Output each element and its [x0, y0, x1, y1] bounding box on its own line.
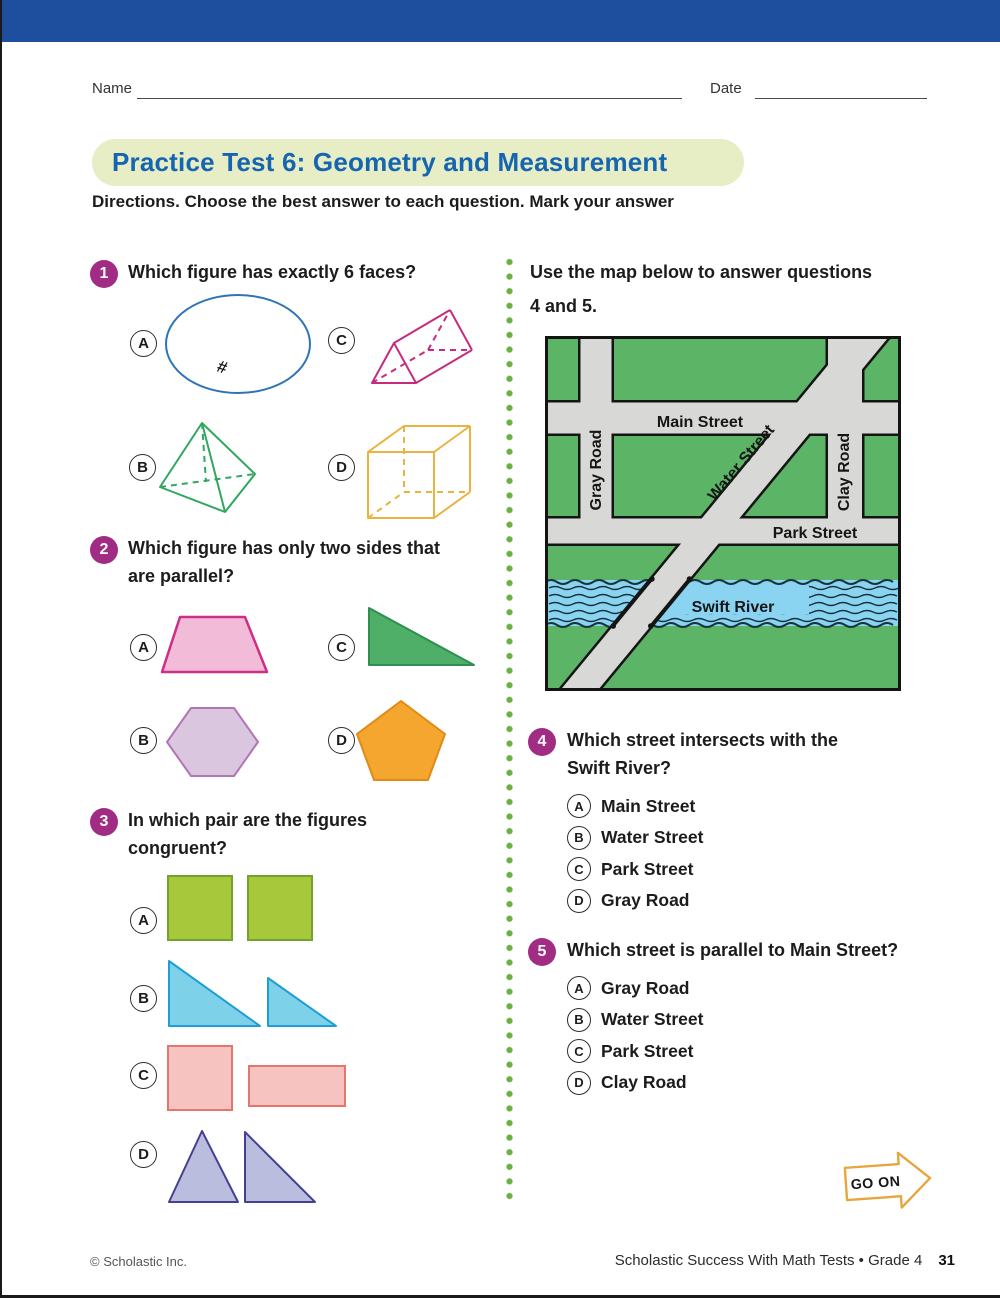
copyright-text: © Scholastic Inc.	[90, 1254, 188, 1269]
map-label-clay-road: Clay Road	[836, 433, 853, 511]
q4-answer-bubble-d[interactable]: D	[567, 888, 591, 913]
q2-answer-bubble-c[interactable]: C	[328, 634, 355, 661]
question-2-number-badge: 2	[90, 536, 118, 564]
go-on-label: GO ON	[850, 1174, 901, 1193]
q5-option-d[interactable]: D Clay Road	[567, 1070, 703, 1095]
figure-pyramid	[159, 422, 256, 513]
q2-answer-bubble-b[interactable]: B	[130, 727, 157, 754]
date-input-line[interactable]	[755, 97, 927, 99]
go-on-arrow: GO ON	[843, 1151, 932, 1209]
q2-answer-bubble-d[interactable]: D	[328, 727, 355, 754]
figure-trapezoid	[160, 615, 269, 674]
map-frame	[545, 336, 901, 691]
footer-right: Scholastic Success With Math Tests • Gra…	[615, 1252, 955, 1269]
q5-option-c-label: Park Street	[601, 1040, 694, 1061]
figure-pair-blue-triangles	[168, 960, 337, 1027]
q4-option-b[interactable]: B Water Street	[567, 825, 704, 850]
question-3-number-badge: 3	[90, 808, 118, 836]
q4-option-b-label: Water Street	[601, 827, 704, 847]
question-3-text-line2: congruent?	[128, 838, 227, 858]
name-label: Name	[92, 80, 133, 97]
q4-options: A Main Street B Water Street C Park Stre…	[567, 794, 703, 913]
q3-answer-bubble-d[interactable]: D	[130, 1141, 157, 1168]
figure-right-triangle	[368, 607, 475, 666]
name-input-line[interactable]	[137, 97, 682, 99]
bridge	[610, 576, 693, 629]
q5-option-d-label: Clay Road	[601, 1072, 687, 1092]
figure-pair-purple-triangles	[168, 1130, 316, 1203]
column-divider-dots	[505, 257, 514, 1207]
figure-sphere: #	[165, 294, 311, 394]
page-number: 31	[938, 1252, 955, 1269]
map-label-main-street: Main Street	[657, 414, 744, 431]
question-5-text: Which street is parallel to Main Street?	[567, 940, 899, 960]
q1-answer-bubble-b[interactable]: B	[129, 454, 156, 481]
q4-answer-bubble-a[interactable]: A	[567, 794, 591, 818]
question-4-number-badge: 4	[528, 728, 556, 756]
q4-option-c[interactable]: C Park Street	[567, 857, 703, 881]
q1-answer-bubble-c[interactable]: C	[328, 327, 355, 354]
q5-options: A Gray Road B Water Street C Park Street…	[567, 976, 703, 1095]
page-title-text: Practice Test 6: Geometry and Measuremen…	[112, 147, 668, 177]
figure-hexagon	[166, 707, 259, 777]
q5-option-b[interactable]: B Water Street	[567, 1007, 704, 1032]
figure-pentagon	[356, 700, 446, 781]
q1-answer-bubble-d[interactable]: D	[328, 454, 355, 481]
q5-option-c[interactable]: C Park Street	[567, 1039, 703, 1063]
question-2-text-line1: Which figure has only two sides that	[128, 538, 441, 558]
q4-option-a[interactable]: A Main Street	[567, 794, 703, 818]
question-1-text: Which figure has exactly 6 faces?	[128, 262, 417, 282]
map-label-park-street: Park Street	[773, 525, 858, 542]
q4-option-a-label: Main Street	[601, 795, 696, 816]
page-title: Practice Test 6: Geometry and Measuremen…	[92, 139, 744, 186]
map-intro-line2: 4 and 5.	[530, 296, 598, 316]
question-4-text-line2: Swift River?	[567, 758, 672, 778]
q3-answer-bubble-a[interactable]: A	[130, 907, 157, 934]
q4-option-d-label: Gray Road	[601, 890, 690, 910]
figure-cube	[367, 425, 471, 519]
date-label: Date	[710, 80, 742, 97]
question-1-number-badge: 1	[90, 260, 118, 288]
street-map: Main Street Park Street Gray Road Clay R…	[545, 336, 901, 691]
q4-option-d[interactable]: D Gray Road	[567, 888, 703, 913]
top-banner	[2, 0, 1000, 42]
map-label-swift-river: Swift River	[692, 599, 775, 616]
q5-option-b-label: Water Street	[601, 1009, 704, 1029]
q5-answer-bubble-d[interactable]: D	[567, 1070, 591, 1095]
q2-answer-bubble-a[interactable]: A	[130, 634, 157, 661]
q5-option-a-label: Gray Road	[601, 977, 690, 998]
q3-answer-bubble-c[interactable]: C	[130, 1062, 157, 1089]
map-label-gray-road: Gray Road	[588, 430, 605, 511]
book-title: Scholastic Success With Math Tests • Gra…	[614, 1252, 923, 1269]
q4-answer-bubble-b[interactable]: B	[567, 825, 591, 850]
question-2-text-line2: are parallel?	[128, 566, 235, 586]
q3-answer-bubble-b[interactable]: B	[130, 985, 157, 1012]
water-street-road	[559, 336, 890, 691]
q5-answer-bubble-a[interactable]: A	[567, 976, 591, 1000]
map-intro-line1: Use the map below to answer questions	[530, 262, 873, 282]
figure-pair-squares	[167, 875, 313, 941]
directions-text: Directions. Choose the best answer to ea…	[92, 192, 674, 211]
figure-triangular-prism	[371, 309, 473, 384]
q4-answer-bubble-c[interactable]: C	[567, 857, 591, 881]
question-5-number-badge: 5	[528, 938, 556, 966]
figure-square-and-rectangle	[167, 1045, 346, 1111]
q5-answer-bubble-c[interactable]: C	[567, 1039, 591, 1063]
q4-option-c-label: Park Street	[601, 858, 694, 879]
svg-text:#: #	[215, 357, 230, 378]
q1-answer-bubble-a[interactable]: A	[130, 330, 157, 357]
question-3-text-line1: In which pair are the figures	[128, 810, 368, 830]
q5-option-a[interactable]: A Gray Road	[567, 976, 703, 1000]
q5-answer-bubble-b[interactable]: B	[567, 1007, 591, 1032]
question-4-text-line1: Which street intersects with the	[567, 730, 839, 750]
road-surfaces	[545, 336, 901, 691]
